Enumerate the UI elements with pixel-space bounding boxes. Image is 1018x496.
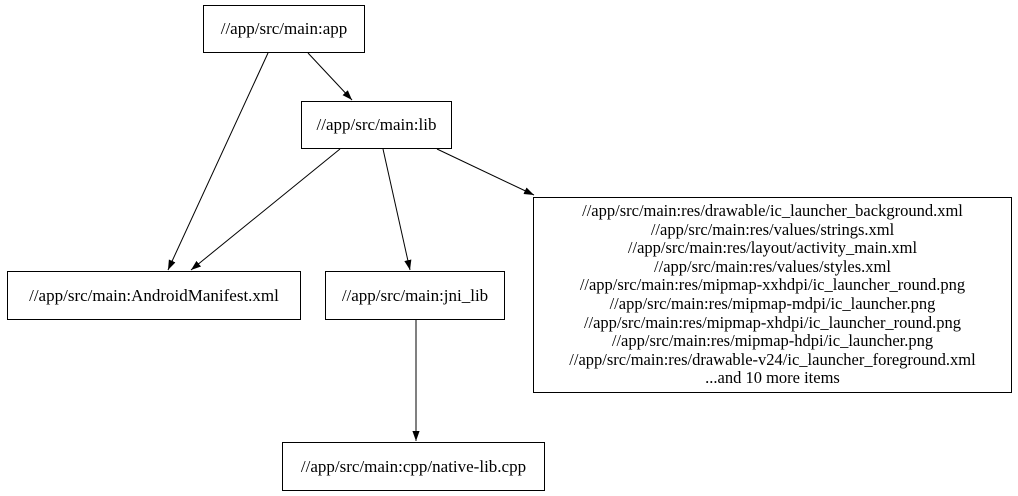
res-group-more-items: ...and 10 more items xyxy=(705,368,840,388)
edge-app-to-android-manifest xyxy=(167,52,269,271)
node-jni-lib: //app/src/main:jni_lib xyxy=(325,271,505,320)
res-group-line: //app/src/main:res/drawable/ic_launcher_… xyxy=(582,201,963,221)
res-group-line: //app/src/main:res/drawable-v24/ic_launc… xyxy=(569,349,976,369)
node-native-lib-cpp: //app/src/main:cpp/native-lib.cpp xyxy=(282,442,545,491)
res-group-line: //app/src/main:res/mipmap-hdpi/ic_launch… xyxy=(611,331,934,351)
res-group-line: //app/src/main:res/values/styles.xml xyxy=(654,256,891,276)
edge-app-to-lib xyxy=(307,52,353,101)
node-app: //app/src/main:app xyxy=(203,5,365,53)
node-native-lib-cpp-label: //app/src/main:cpp/native-lib.cpp xyxy=(300,456,527,476)
node-android-manifest: //app/src/main:AndroidManifest.xml xyxy=(7,271,301,320)
node-lib: //app/src/main:lib xyxy=(301,101,452,149)
res-group-line: //app/src/main:res/mipmap-mdpi/ic_launch… xyxy=(609,294,936,313)
edge-lib-to-jni-lib xyxy=(382,148,412,271)
res-group-line: //app/src/main:res/values/strings.xml xyxy=(650,219,895,239)
edge-lib-to-android-manifest xyxy=(190,148,341,271)
node-jni-lib-label: //app/src/main:jni_lib xyxy=(341,285,489,305)
res-group-line: //app/src/main:res/layout/activity_main.… xyxy=(627,238,918,258)
res-group-line: //app/src/main:res/mipmap-xxhdpi/ic_laun… xyxy=(579,275,966,295)
edge-lib-to-res-group xyxy=(436,148,535,196)
node-app-label: //app/src/main:app xyxy=(220,19,348,38)
res-group-line: //app/src/main:res/mipmap-xhdpi/ic_launc… xyxy=(583,312,962,332)
node-lib-label: //app/src/main:lib xyxy=(316,115,437,134)
node-android-manifest-label: //app/src/main:AndroidManifest.xml xyxy=(29,285,279,305)
node-res-group: //app/src/main:res/drawable/ic_launcher_… xyxy=(533,197,1012,393)
